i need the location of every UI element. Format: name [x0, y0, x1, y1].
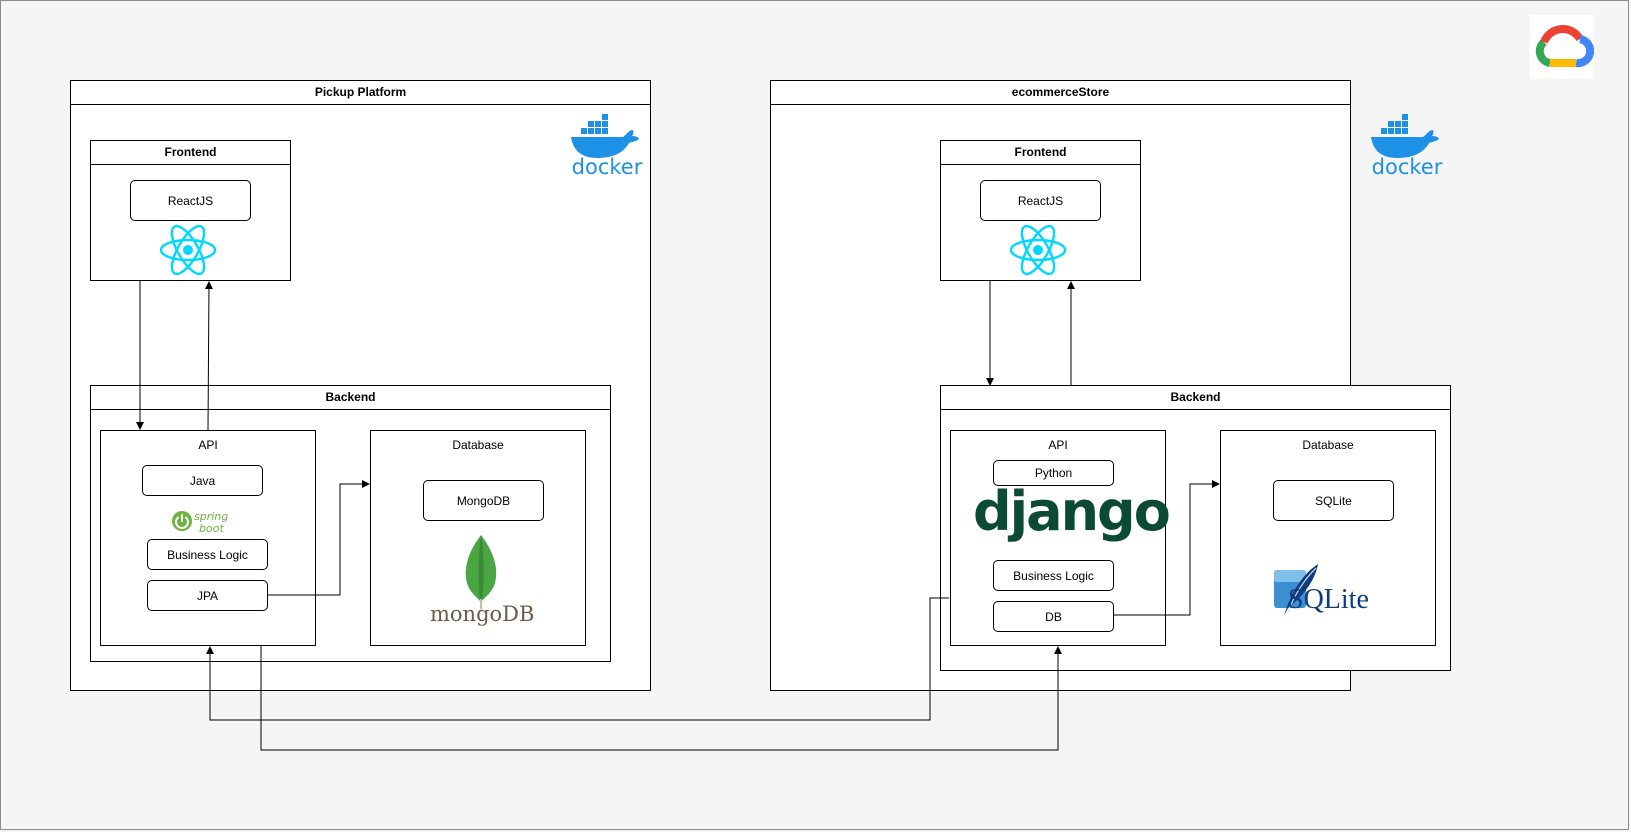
svg-text:docker: docker	[1372, 155, 1443, 178]
db-to-database-arrow	[1114, 480, 1220, 616]
frontend-title: Frontend	[941, 141, 1140, 165]
python-node[interactable]: Python	[993, 460, 1114, 486]
react-icon	[159, 224, 217, 276]
backend-title: Backend	[91, 386, 610, 410]
react-icon	[1009, 224, 1067, 276]
svg-text:spring: spring	[194, 510, 228, 523]
sqlite-node[interactable]: SQLite	[1273, 480, 1394, 521]
docker-icon: docker	[571, 114, 643, 178]
reactjs-node[interactable]: ReactJS	[130, 180, 251, 221]
group-title: ecommerceStore	[771, 81, 1350, 105]
database-title: Database	[452, 438, 504, 452]
jpa-node[interactable]: JPA	[147, 580, 268, 611]
mongodb-leaf-icon	[465, 535, 497, 609]
frontend-title: Frontend	[91, 141, 290, 165]
mongodb-logo-text: mongoDB	[430, 602, 535, 626]
business-logic-node[interactable]: Business Logic	[147, 539, 268, 570]
svg-text:boot: boot	[199, 522, 224, 535]
database-title: Database	[1302, 438, 1354, 452]
django-logo-text: django	[973, 480, 1171, 543]
jpa-to-database-arrow	[268, 480, 370, 596]
api-title: API	[1048, 438, 1068, 452]
google-cloud-icon	[1530, 15, 1594, 79]
database-container: Database	[370, 430, 586, 646]
svg-text:docker: docker	[572, 155, 643, 178]
db-node[interactable]: DB	[993, 601, 1114, 632]
docker-icon: docker	[1371, 114, 1443, 178]
database-container: Database	[1220, 430, 1436, 646]
sqlite-logo-text: SQLite	[1288, 584, 1369, 615]
api-title: API	[198, 438, 218, 452]
spring-boot-icon: spring boot	[172, 510, 228, 535]
pickup-to-ecommerce-arrow	[260, 646, 1062, 751]
group-title: Pickup Platform	[71, 81, 650, 105]
backend-title: Backend	[941, 386, 1450, 410]
ecommerce-to-pickup-arrow	[206, 597, 949, 721]
business-logic-node[interactable]: Business Logic	[993, 560, 1114, 591]
sqlite-feather-icon	[1274, 564, 1318, 616]
reactjs-node[interactable]: ReactJS	[980, 180, 1101, 221]
mongodb-node[interactable]: MongoDB	[423, 480, 544, 521]
api-to-frontend-arrow	[204, 281, 213, 431]
java-node[interactable]: Java	[142, 465, 263, 496]
